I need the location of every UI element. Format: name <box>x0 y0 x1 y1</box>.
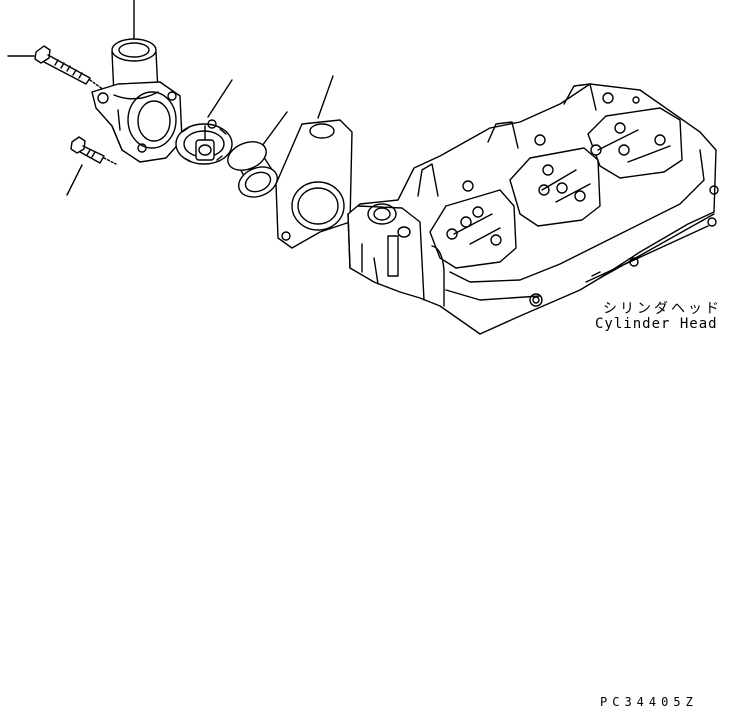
gasket <box>275 119 353 249</box>
thermostat <box>175 119 233 165</box>
cylinder-head <box>347 83 719 335</box>
cylinder-head-label-en: Cylinder Head <box>595 316 718 332</box>
short-bolt <box>70 136 117 165</box>
drawing-code: PC34405Z <box>600 695 698 709</box>
leader-line-seal <box>261 111 288 147</box>
long-bolt <box>34 45 105 91</box>
leader-line-short-bolt <box>66 164 83 196</box>
leader-line-thermostat <box>207 79 233 118</box>
cylinder-head-label-jp: シリンダヘッド <box>603 301 722 317</box>
leader-lines <box>7 0 334 196</box>
thermostat-housing <box>91 38 183 163</box>
thermostat-seal <box>227 141 278 198</box>
leader-line-gasket <box>317 75 334 119</box>
